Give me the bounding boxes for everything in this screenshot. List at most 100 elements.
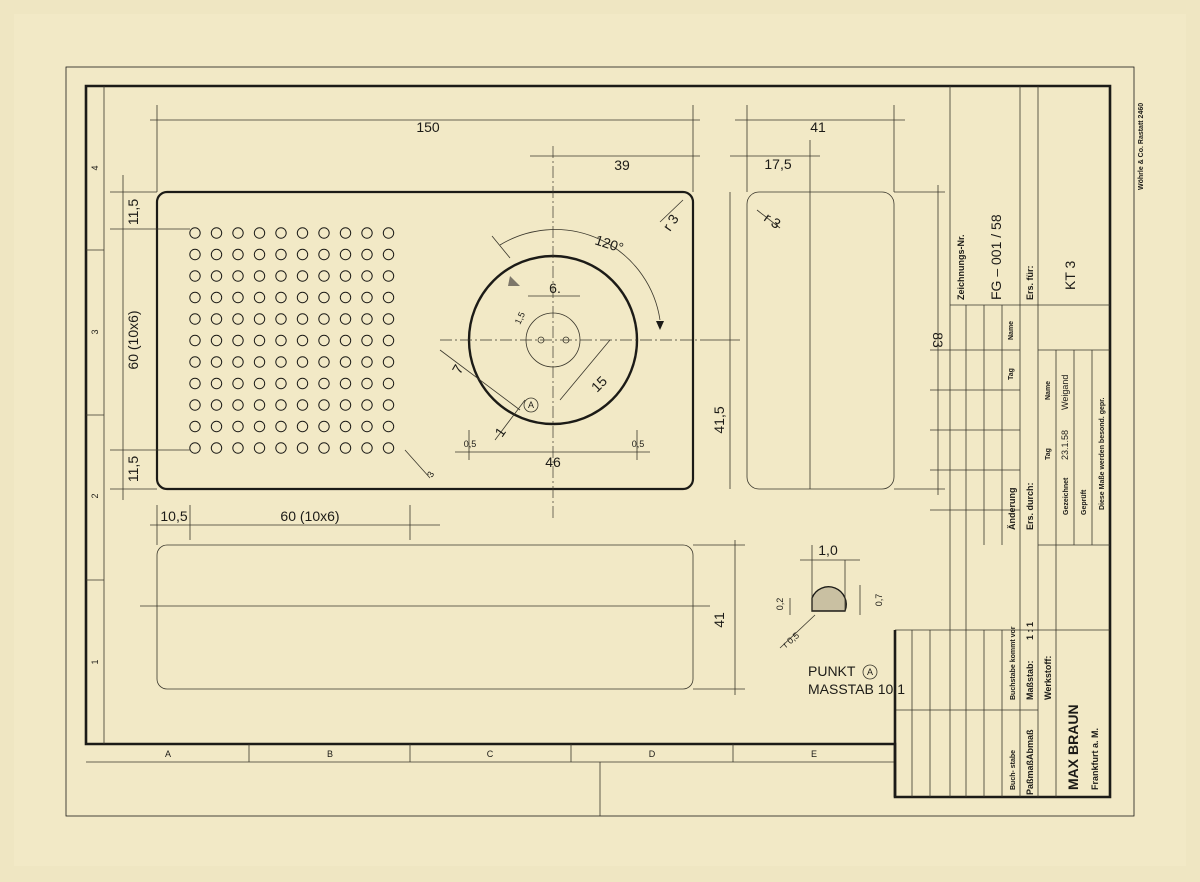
speaker-hole [189, 442, 201, 454]
speaker-hole [382, 334, 395, 347]
zone-row-2: 2 [90, 493, 100, 498]
drawn-signature: Weigand [1060, 375, 1070, 410]
ersetzt-durch-label: Ers. durch: [1025, 482, 1035, 530]
speaker-hole [382, 248, 395, 261]
speaker-hole [339, 356, 352, 368]
speaker-hole [318, 248, 330, 261]
speaker-hole [318, 442, 330, 454]
speaker-hole [296, 334, 309, 347]
bottom-view-outline [156, 544, 694, 690]
dim-41-top: 41 [810, 119, 826, 135]
speaker-hole [339, 291, 352, 304]
drawing-number-label: Zeichnungs-Nr. [956, 234, 966, 300]
zone-col-b: B [327, 749, 333, 759]
name-label: Name [1045, 381, 1052, 400]
speaker-hole [361, 227, 373, 239]
speaker-hole [296, 270, 309, 282]
speaker-hole [189, 291, 201, 304]
dim-11-5-bottom: 11,5 [125, 456, 141, 482]
abmass-label: Abmaß [1025, 729, 1035, 760]
speaker-hole [189, 377, 201, 390]
zone-col-d: D [649, 749, 656, 759]
front-view-outline [155, 190, 695, 491]
speaker-hole [232, 270, 244, 282]
speaker-hole [361, 248, 373, 261]
speaker-hole [382, 270, 395, 282]
speaker-hole [232, 227, 244, 239]
speaker-hole [382, 399, 395, 411]
speaker-hole [210, 442, 223, 454]
speaker-hole [361, 377, 373, 390]
speaker-hole [296, 377, 309, 390]
speaker-hole [275, 420, 287, 433]
detail-a-drawing [779, 545, 861, 649]
speaker-hole [210, 313, 223, 325]
speaker-hole [275, 291, 287, 304]
speaker-hole [275, 399, 287, 411]
speaker-hole [275, 334, 287, 347]
zone-col-a: A [165, 749, 171, 759]
paper-sheet [14, 14, 1186, 866]
product-code: KT 3 [1062, 260, 1078, 290]
dim-83: 83 [930, 332, 946, 348]
speaker-hole [253, 399, 266, 411]
speaker-hole [296, 356, 309, 368]
speaker-hole [382, 442, 395, 454]
speaker-hole [232, 291, 244, 304]
speaker-hole [339, 313, 352, 325]
speaker-hole [275, 270, 287, 282]
speaker-hole [361, 291, 373, 304]
dim-11-5-top: 11,5 [125, 199, 141, 225]
speaker-hole [361, 313, 373, 325]
massstab-label: Maßstab: [1025, 660, 1035, 700]
zone-row-4: 4 [90, 165, 100, 170]
detail-point-label: PUNKT [808, 663, 856, 679]
speaker-hole [253, 377, 266, 390]
speaker-hole [361, 270, 373, 282]
dim-41-5: 41,5 [711, 406, 727, 433]
speaker-hole [210, 377, 223, 390]
speaker-hole [275, 377, 287, 390]
speaker-hole [232, 377, 244, 390]
speaker-hole [275, 442, 287, 454]
speaker-hole [232, 313, 244, 325]
dim-0-2: 0,2 [775, 598, 785, 611]
speaker-hole [253, 334, 266, 347]
dim-6: 6. [549, 280, 561, 296]
dim-10-5: 10,5 [160, 508, 187, 524]
speaker-hole [296, 420, 309, 433]
geprueft-label: Geprüft [1081, 489, 1088, 515]
dial-marker-triangle [508, 276, 520, 286]
passmass-label: Paßmaß [1025, 759, 1035, 795]
dim-46: 46 [545, 454, 561, 470]
speaker-hole [210, 356, 223, 368]
speaker-hole [361, 356, 373, 368]
speaker-hole [253, 313, 266, 325]
massstab-value: 1 : 1 [1025, 622, 1035, 640]
speaker-hole [296, 248, 309, 261]
dim-60-vertical: 60 (10x6) [125, 310, 141, 369]
tag-label-upper: Tag [1008, 368, 1015, 380]
zone-col-c: C [487, 749, 494, 759]
zone-row-3: 3 [90, 329, 100, 334]
dim-41-bottom-view: 41 [711, 612, 727, 628]
speaker-hole [339, 420, 352, 433]
dim-39: 39 [614, 157, 630, 173]
detail-scale-label: MASSTAB 10:1 [808, 681, 905, 697]
speaker-hole [296, 227, 309, 239]
speaker-hole [189, 270, 201, 282]
dim-150: 150 [416, 119, 440, 135]
speaker-hole [253, 291, 266, 304]
speaker-hole [232, 248, 244, 261]
speaker-hole [210, 399, 223, 411]
special-note: Diese Maße werden besond. gepr. [1099, 398, 1106, 510]
speaker-hole [232, 442, 244, 454]
dim-r3-front: r 3 [659, 211, 682, 234]
speaker-hole [189, 313, 201, 325]
dim-60-horizontal: 60 (10x6) [280, 508, 339, 524]
speaker-hole [318, 291, 330, 304]
dim-1-5: 1,5 [513, 310, 527, 326]
speaker-hole [296, 442, 309, 454]
angle-arc [499, 229, 661, 321]
marker-a-label: A [528, 400, 534, 410]
